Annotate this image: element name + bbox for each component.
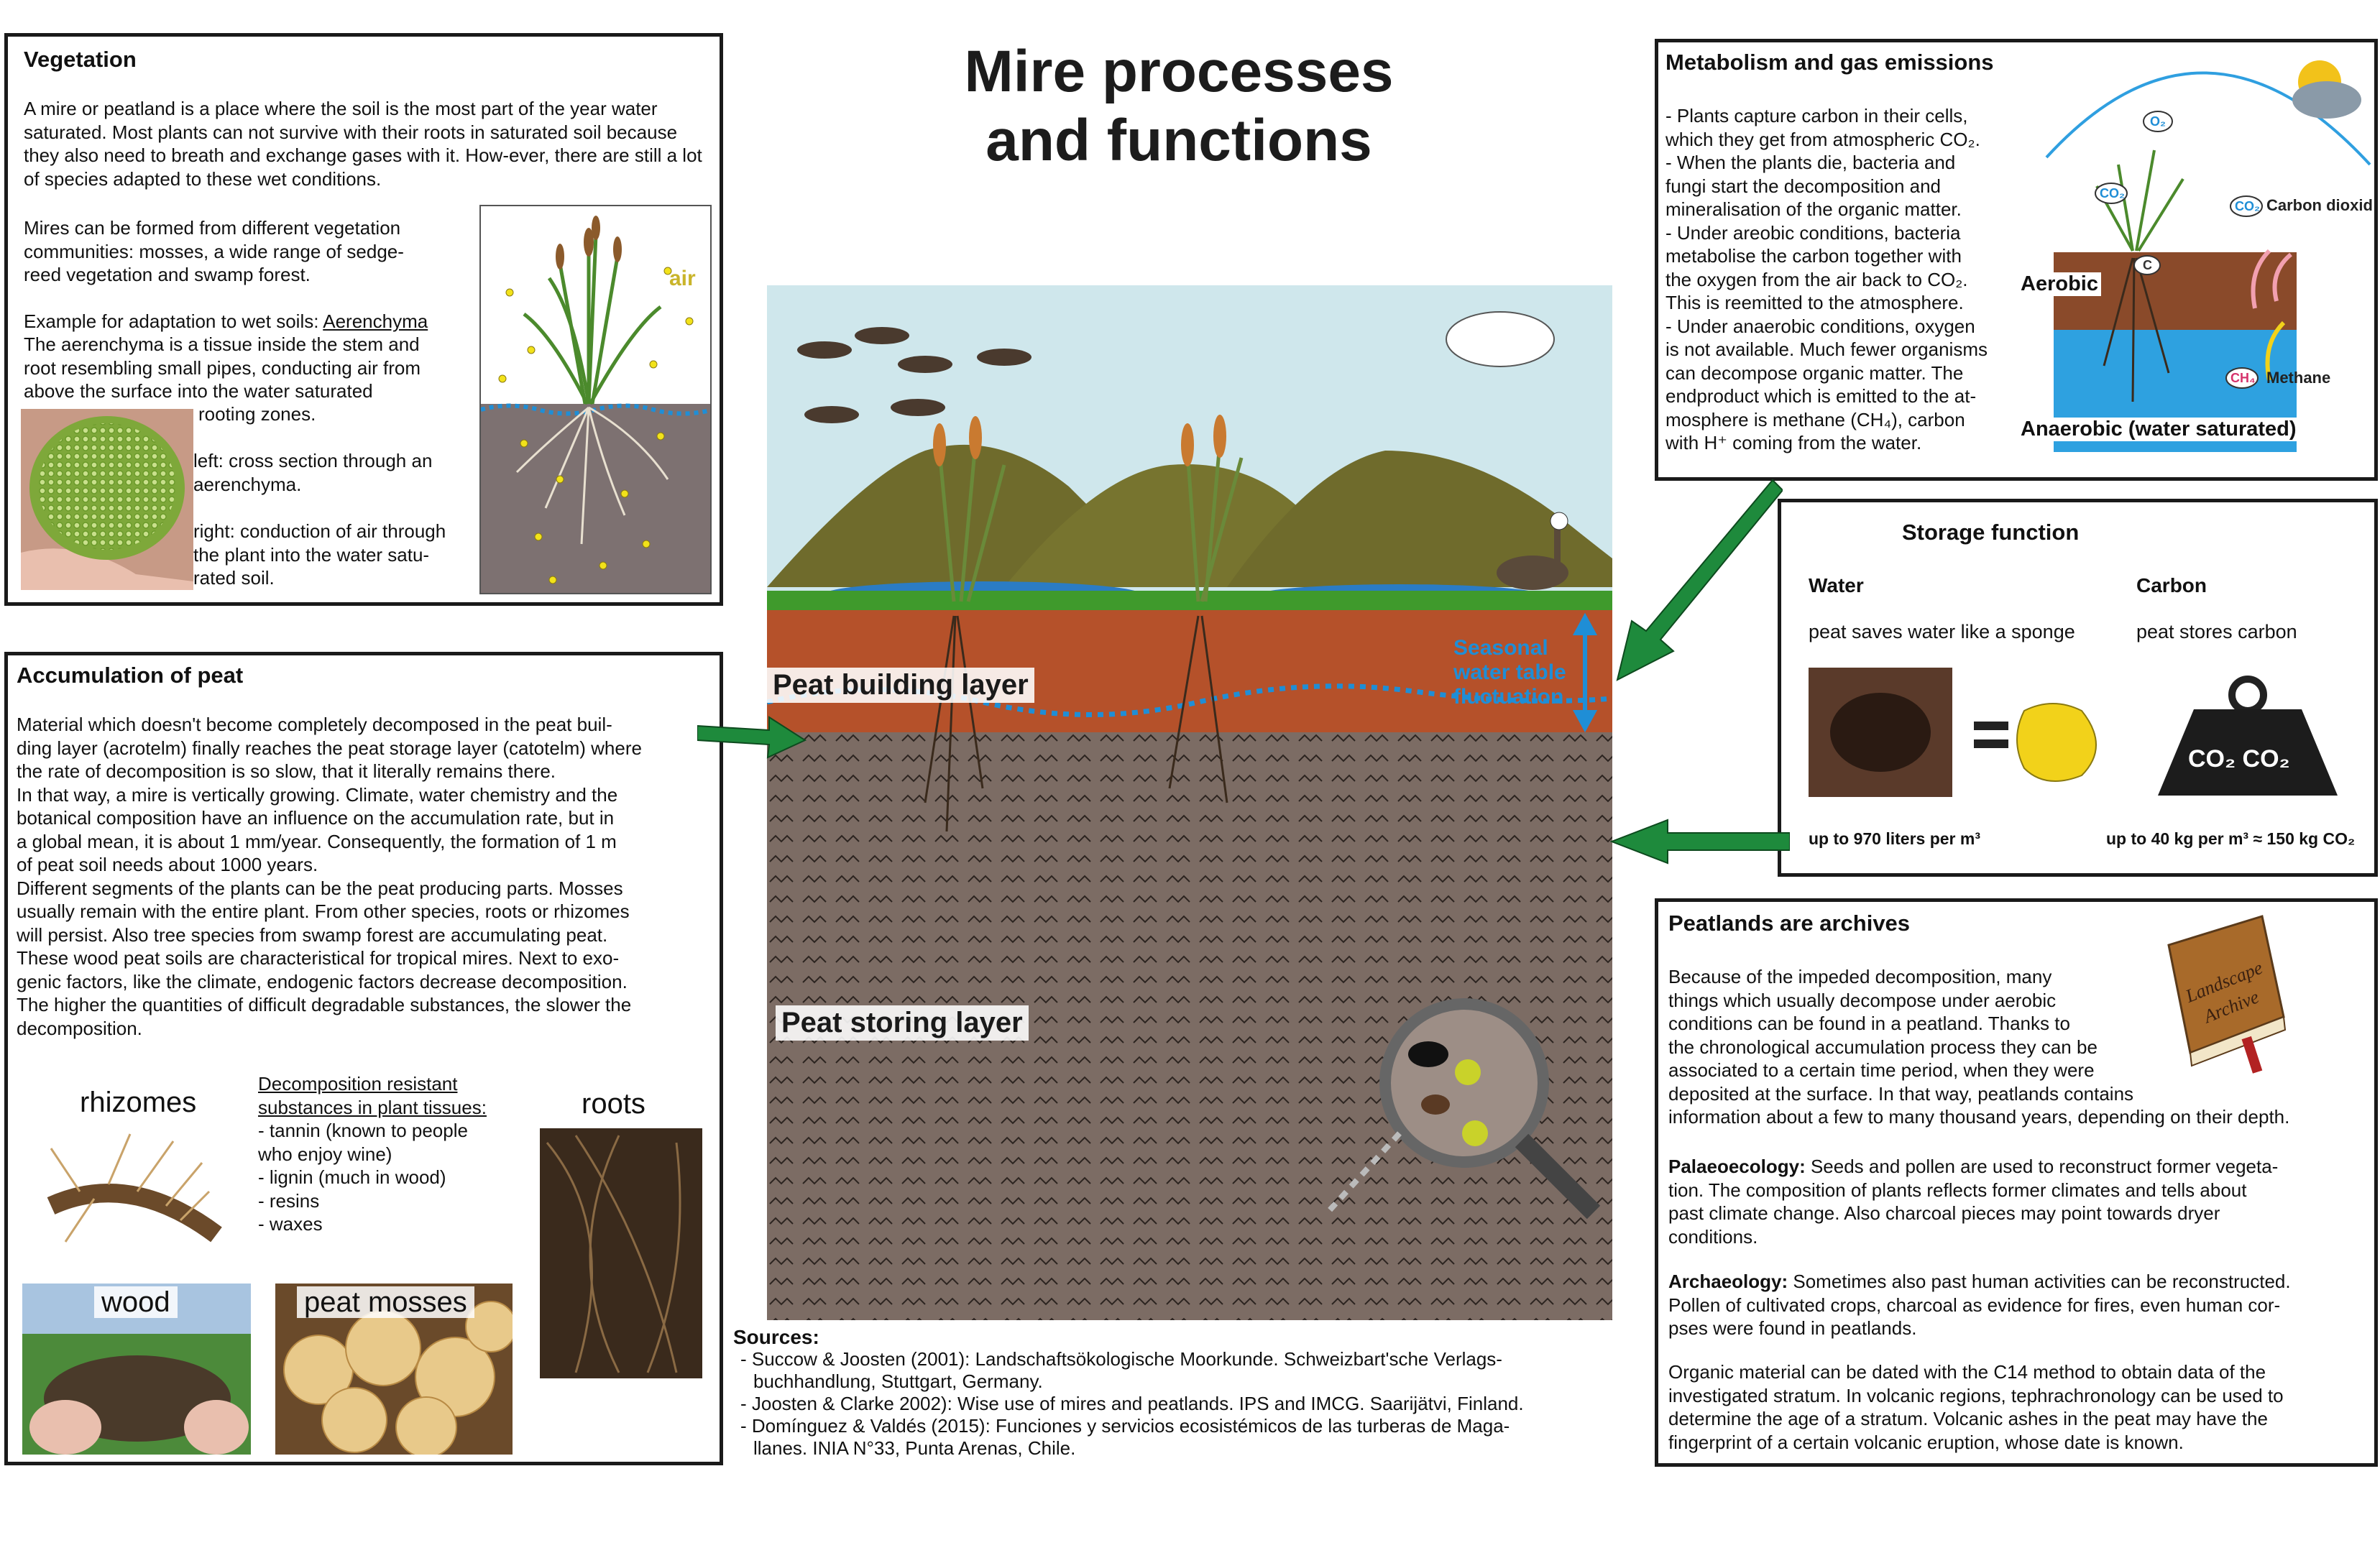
aerenchyma-lead: Example for adaptation to wet soils: Aer…: [24, 310, 498, 333]
metabolism-title: Metabolism and gas emissions: [1665, 50, 1994, 75]
metabolism-panel: Metabolism and gas emissions - Plants ca…: [1655, 39, 2378, 481]
water-table-arrow: [1572, 612, 1598, 733]
archaeology-heading: Archaeology:: [1668, 1271, 1788, 1292]
archives-title: Peatlands are archives: [1668, 911, 1911, 936]
peat-building-label: Peat building layer: [767, 668, 1034, 703]
carbon-amount: up to 40 kg per m³ ≈ 150 kg CO₂: [2106, 829, 2356, 848]
arrow-to-peat-building: [697, 716, 807, 759]
source-item: - Joosten & Clarke 2002): Wise use of mi…: [740, 1393, 1524, 1414]
roots-label: roots: [574, 1088, 653, 1120]
cloud: [1446, 311, 1555, 367]
storage-title: Storage function: [1902, 520, 2080, 545]
peat-sponge-illustration: [1809, 668, 2097, 797]
palaeoecology-paragraph: Palaeoecology: Seeds and pollen are used…: [1668, 1155, 2376, 1248]
aerenchyma-term: Aerenchyma: [323, 310, 428, 332]
accumulation-text: Material which doesn't become completely…: [17, 714, 642, 1039]
carbon-dioxid-label: Carbon dioxid: [2266, 196, 2373, 214]
water-amount: up to 970 liters per m³: [1809, 829, 1981, 848]
landscape-archive-book-icon: Landscape Archive: [2167, 915, 2287, 1074]
carbon-description: peat stores carbon: [2136, 621, 2297, 642]
aerenchyma-tail: rooting zones.: [198, 403, 316, 425]
resistant-substances-list: - tannin (known to people who enjoy wine…: [258, 1120, 468, 1235]
vegetation-intro: A mire or peatland is a place where the …: [24, 98, 702, 190]
carbon-heading: Carbon: [2136, 574, 2207, 596]
aerenchyma-lead-text: Example for adaptation to wet soils:: [24, 310, 323, 332]
co2-bubble: CO₂: [2100, 186, 2125, 201]
cattails: [933, 415, 1226, 466]
water-description: peat saves water like a sponge: [1809, 621, 2075, 642]
grass: [767, 591, 1612, 612]
accumulation-title: Accumulation of peat: [17, 663, 244, 688]
archaeology-paragraph: Archaeology: Sometimes also past human a…: [1668, 1270, 2376, 1340]
hill-middle: [1004, 464, 1313, 587]
rhizomes-photo: rhizomes: [22, 1084, 251, 1250]
palaeoecology-text: Seeds and pollen are used to reconstruct…: [1668, 1156, 2279, 1248]
source-item: - Domínguez & Valdés (2015): Funciones y…: [740, 1415, 1510, 1459]
roots-photo: roots: [533, 1085, 709, 1378]
storage-panel: Storage function Water Carbon peat saves…: [1778, 499, 2378, 877]
archives-intro: Because of the impeded decomposition, ma…: [1668, 966, 2290, 1128]
archives-panel: Peatlands are archives Because of the im…: [1655, 898, 2378, 1467]
aerobic-label: Aerobic: [2018, 272, 2101, 296]
co2-emission-bubble: CO₂: [2235, 199, 2260, 213]
vegetation-title: Vegetation: [24, 47, 137, 72]
water-heading: Water: [1809, 574, 1864, 596]
o2-bubble: O₂: [2150, 114, 2166, 129]
left-caption: left: cross section through an aerenchym…: [193, 450, 433, 495]
page-title: Mire processes and functions: [964, 39, 1394, 173]
goose: [1497, 512, 1568, 590]
palaeoecology-heading: Palaeoecology:: [1668, 1156, 1806, 1177]
right-caption: right: conduction of air through the pla…: [193, 520, 446, 589]
sources: Sources: - Succow & Joosten (2001): Land…: [733, 1326, 1639, 1460]
mire-cross-section: Peat building layer Peat storing layer S…: [767, 285, 1612, 1320]
aerenchyma-photo: [21, 409, 193, 590]
methane-label: Methane: [2266, 369, 2330, 387]
air-conduction-illustration: air: [479, 205, 712, 594]
air-label: air: [669, 267, 696, 290]
anaerobic-label: Anaerobic (water saturated): [2018, 418, 2299, 441]
weight-label: CO₂ CO₂: [2188, 745, 2290, 773]
accumulation-panel: Accumulation of peat Material which does…: [4, 652, 723, 1465]
co2-weight-icon: CO₂ CO₂: [2158, 676, 2338, 796]
geese: [797, 327, 1032, 423]
vegetation-panel: Vegetation A mire or peatland is a place…: [4, 33, 723, 606]
water-table-label: Seasonal water table fluctuation: [1453, 636, 1566, 709]
c-bubble: C: [2143, 258, 2152, 272]
magnifier-pointer: [1325, 1131, 1402, 1215]
sources-title: Sources:: [733, 1326, 819, 1348]
metabolism-text: - Plants capture carbon in their cells, …: [1665, 105, 1988, 453]
wood-label: wood: [94, 1286, 178, 1318]
hill-left: [767, 444, 1105, 587]
rain-cloud-icon: [2292, 81, 2361, 119]
roots: [924, 615, 1228, 832]
wood-photo: wood: [22, 1284, 251, 1455]
arrow-from-metabolism: [1616, 479, 1783, 681]
dating-paragraph: Organic material can be dated with the C…: [1668, 1361, 2284, 1453]
vegetation-communities: Mires can be formed from different veget…: [24, 217, 404, 285]
arrow-from-storage: [1610, 819, 1790, 865]
resistant-substances-title: Decomposition resistant substances in pl…: [258, 1073, 487, 1118]
reed-plants: [937, 443, 1244, 602]
hill-right: [1227, 451, 1612, 587]
aerenchyma-body: The aerenchyma is a tissue inside the st…: [24, 333, 421, 402]
peat-mosses-photo: peat mosses: [275, 1284, 513, 1455]
rhizomes-label: rhizomes: [73, 1087, 204, 1118]
source-item: - Succow & Joosten (2001): Landschaftsök…: [740, 1348, 1502, 1392]
sky-arc: [2045, 71, 2371, 166]
archaeology-text: Sometimes also past human activities can…: [1668, 1271, 2291, 1339]
peat-mosses-label: peat mosses: [297, 1286, 474, 1318]
ch4-bubble: CH₄: [2230, 371, 2256, 385]
gas-emissions-illustration: CO₂ O₂ C CO₂ CH₄ Carbon dioxid Methane: [2045, 60, 2373, 452]
magnifier-icon: [1379, 998, 1601, 1220]
peat-storing-label: Peat storing layer: [776, 1005, 1029, 1041]
